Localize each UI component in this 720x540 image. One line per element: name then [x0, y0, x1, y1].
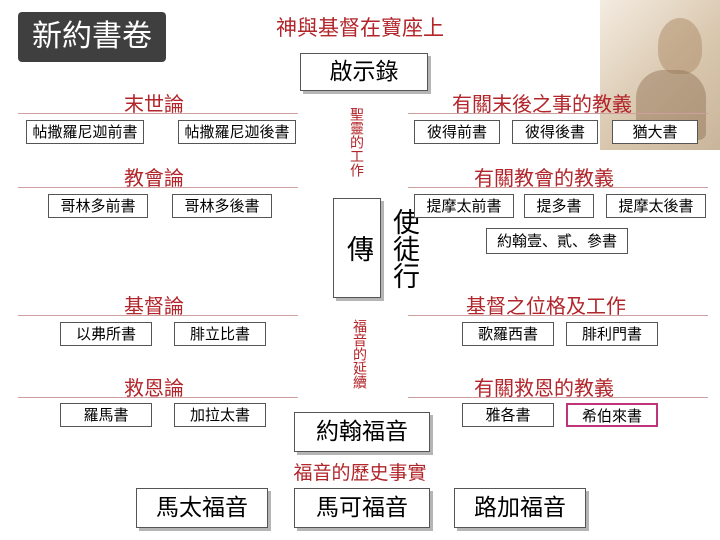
divider-eschatology — [18, 113, 298, 114]
book-label: 提多書 — [536, 197, 582, 215]
gospel-john: 約翰福音 — [294, 412, 430, 452]
book-label: 提摩太後書 — [618, 197, 694, 215]
book-label: 希伯來書 — [581, 407, 642, 425]
heading-ecclesiology: 教會論 — [124, 166, 184, 190]
book-label: 帖撒羅尼迦前書 — [32, 123, 138, 141]
book-2-timothy: 提摩太後書 — [606, 194, 706, 218]
painting-head-shape — [658, 18, 702, 74]
book-label: 提摩太前書 — [426, 197, 502, 215]
book-label: 哥林多前書 — [60, 197, 136, 215]
revelation-label: 啟示錄 — [329, 59, 399, 85]
book-1-thessalonians: 帖撒羅尼迦前書 — [26, 120, 144, 144]
book-colossians: 歌羅西書 — [462, 322, 554, 346]
book-label: 約翰壹、貳、參書 — [496, 232, 617, 250]
book-1-peter: 彼得前書 — [414, 120, 500, 144]
gospel-luke: 路加福音 — [454, 488, 586, 528]
book-philippians: 腓立比書 — [174, 322, 266, 346]
divider-ecclesiology — [18, 187, 298, 188]
book-label: 猶大書 — [632, 123, 678, 141]
book-2-peter: 彼得後書 — [512, 120, 598, 144]
book-2-thessalonians: 帖撒羅尼迦後書 — [178, 120, 296, 144]
book-label: 腓利門書 — [581, 325, 642, 343]
divider-end-times — [408, 113, 708, 114]
book-label: 彼得後書 — [524, 123, 585, 141]
book-label: 羅馬書 — [83, 406, 129, 424]
book-romans: 羅馬書 — [60, 403, 152, 427]
book-jude: 猶大書 — [612, 120, 698, 144]
book-hebrews: 希伯來書 — [566, 403, 658, 427]
book-philemon: 腓利門書 — [566, 322, 658, 346]
book-label: 哥林多後書 — [184, 197, 260, 215]
gospel-label: 路加福音 — [474, 495, 566, 521]
heading-christ-person-work: 基督之位格及工作 — [466, 294, 626, 318]
gospel-mark: 馬可福音 — [294, 488, 430, 528]
divider-church — [408, 187, 708, 188]
gospel-matthew: 馬太福音 — [136, 488, 268, 528]
book-label: 以弗所書 — [75, 325, 136, 343]
book-label: 彼得前書 — [426, 123, 487, 141]
divider-christology — [18, 315, 298, 316]
top-title: 神與基督在寶座上 — [276, 16, 444, 40]
book-label: 帖撒羅尼迦後書 — [184, 123, 290, 141]
gospel-history-label: 福音的歷史事實 — [293, 462, 427, 484]
book-galatians: 加拉太書 — [174, 403, 266, 427]
book-label: 雅各書 — [485, 406, 531, 424]
book-1-corinthians: 哥林多前書 — [48, 194, 148, 218]
gospel-label: 馬可福音 — [316, 495, 408, 521]
divider-salvation — [408, 397, 708, 398]
heading-salvation-doctrine: 有關救恩的教義 — [474, 376, 614, 400]
acts-box: 使徒行傳 — [333, 198, 419, 298]
title-badge: 新約書卷 — [18, 12, 166, 62]
acts-label: 使徒行傳 — [342, 207, 419, 289]
book-label: 歌羅西書 — [477, 325, 538, 343]
heading-eschatology: 末世論 — [124, 92, 184, 116]
heading-soteriology: 救恩論 — [124, 376, 184, 400]
book-ephesians: 以弗所書 — [60, 322, 152, 346]
book-2-corinthians: 哥林多後書 — [172, 194, 272, 218]
gospel-label: 馬太福音 — [156, 495, 248, 521]
heading-church-doctrine: 有關教會的教義 — [474, 166, 614, 190]
holy-spirit-work-label: 聖靈的工作 — [348, 107, 364, 177]
book-john-epistles: 約翰壹、貳、參書 — [486, 228, 628, 254]
book-1-timothy: 提摩太前書 — [414, 194, 514, 218]
heading-christology: 基督論 — [124, 294, 184, 318]
book-label: 加拉太書 — [189, 406, 250, 424]
divider-christ — [408, 315, 708, 316]
book-label: 腓立比書 — [189, 325, 250, 343]
revelation-box: 啟示錄 — [300, 53, 428, 91]
gospel-continuation-label: 福音的延續 — [351, 319, 367, 389]
book-titus: 提多書 — [524, 194, 594, 218]
book-james: 雅各書 — [462, 403, 554, 427]
heading-end-times-doctrine: 有關末後之事的教義 — [452, 92, 632, 116]
gospel-label: 約翰福音 — [316, 419, 408, 445]
divider-soteriology — [18, 397, 298, 398]
